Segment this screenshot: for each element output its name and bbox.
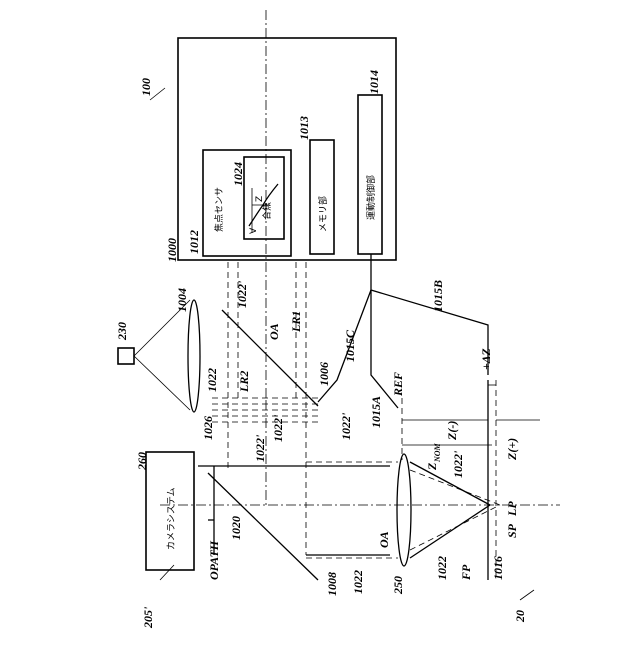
label-1024: 1024 — [231, 162, 245, 186]
label-z-nom-sub: NOM — [433, 442, 442, 463]
beam-to-focus-4 — [410, 505, 500, 550]
beam-to-focus-1 — [410, 462, 490, 505]
lens-1004 — [188, 300, 200, 412]
label-1022p-a: 1022' — [235, 280, 249, 308]
label-lr1: LR1 — [289, 311, 303, 333]
label-sp: SP — [505, 523, 519, 538]
label-1008: 1008 — [325, 572, 339, 596]
memory-text: メモリ部 — [317, 196, 329, 232]
label-1004: 1004 — [175, 288, 189, 312]
label-1026: 1026 — [201, 416, 215, 440]
label-1015B: 1015B — [431, 280, 445, 312]
label-1006: 1006 — [317, 362, 331, 386]
label-250: 250 — [391, 576, 405, 595]
label-z-plus: Z(+) — [505, 438, 519, 461]
label-230: 230 — [115, 322, 129, 341]
label-1022-a: 1022 — [205, 368, 219, 392]
label-delta-z: +ΔZ — [479, 348, 493, 370]
focus-sensor-text: 焦点センサ — [213, 187, 225, 232]
label-1016: 1016 — [491, 556, 505, 580]
controller-box-1000 — [178, 38, 396, 260]
label-oa-bot: OA — [377, 531, 391, 548]
label-1015C: 1015C — [343, 329, 357, 362]
label-lp: LP — [505, 501, 519, 517]
camera-system-text: カメラシステム — [166, 487, 177, 550]
label-1022-b: 1022 — [351, 570, 365, 594]
label-1015A: 1015A — [369, 396, 383, 428]
label-100: 100 — [139, 78, 153, 96]
label-1020: 1020 — [229, 516, 243, 540]
focus-inner-text: 合焦 — [261, 202, 273, 220]
label-z-nom: Z — [425, 462, 439, 471]
label-20: 20 — [513, 610, 527, 623]
label-1013: 1013 — [297, 116, 311, 140]
label-1022p-c: 1022' — [253, 434, 267, 462]
graph-axis-v: V — [249, 227, 259, 234]
label-opath: OPATH — [207, 540, 221, 580]
label-z-minus: Z(-) — [445, 421, 459, 441]
leader-205 — [160, 565, 174, 580]
label-1022p-b: 1022' — [339, 412, 353, 440]
label-1000: 1000 — [165, 238, 179, 262]
label-oa-top: OA — [267, 323, 281, 340]
graph-axis-z: Z — [255, 196, 265, 202]
label-1014: 1014 — [367, 70, 381, 94]
label-lr2: LR2 — [237, 371, 251, 393]
label-1022p-d: 1022' — [271, 414, 285, 442]
light-source-230 — [118, 348, 134, 364]
label-fp: FP — [459, 564, 473, 581]
connection-1015B — [371, 254, 488, 375]
label-260: 260 — [135, 452, 149, 471]
source-ray-2 — [134, 356, 190, 410]
beam-splitter-1020 — [208, 473, 318, 580]
label-205: 205' — [141, 606, 155, 629]
label-1022p-e: 1022' — [451, 450, 465, 478]
objective-lens-250 — [397, 454, 411, 566]
label-1012: 1012 — [187, 230, 201, 254]
motion-control-box — [358, 95, 382, 254]
label-ref: REF — [391, 372, 405, 397]
label-1022-c: 1022 — [435, 556, 449, 580]
beam-to-focus-2 — [410, 505, 490, 558]
motion-control-text: 運動制御部 — [365, 175, 377, 220]
leader-20 — [520, 590, 534, 600]
